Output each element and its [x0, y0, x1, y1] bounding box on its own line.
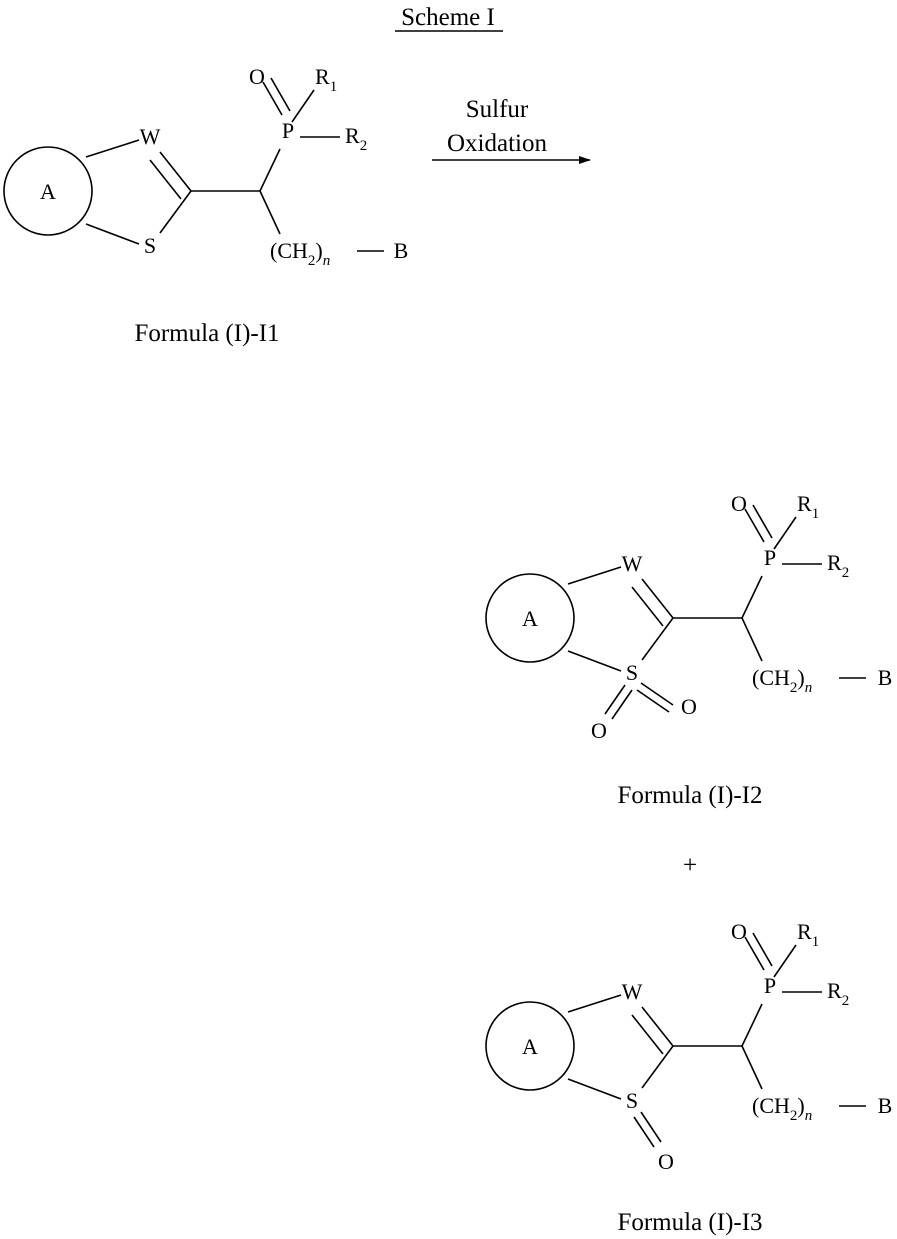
atom-w: W: [140, 124, 161, 149]
scheme-title: Scheme I: [401, 4, 495, 31]
formula-I2-caption: Formula (I)-I2: [617, 782, 762, 809]
ch2n-label: (CH2)n: [270, 238, 330, 269]
atom-o-phosphoryl: O: [249, 64, 265, 89]
r1-label: R1: [797, 491, 819, 522]
reaction-label-sulfur: Sulfur: [466, 96, 529, 123]
ring-a-label: A: [40, 179, 56, 204]
atom-b: B: [878, 665, 893, 690]
atom-s: S: [144, 233, 156, 258]
atom-b: B: [394, 238, 409, 263]
atom-b: B: [878, 1093, 893, 1118]
atom-s: S: [626, 660, 638, 685]
formula-I1-caption: Formula (I)-I1: [134, 320, 279, 347]
plus-sign: +: [683, 852, 697, 879]
molecule-I1: A W S P O R1 R2 (CH2)n B: [4, 64, 408, 269]
r2-label: R2: [345, 123, 367, 154]
atom-p: P: [764, 973, 776, 998]
atom-p: P: [282, 118, 294, 143]
r2-label: R2: [827, 978, 849, 1009]
ring-a-label: A: [522, 606, 538, 631]
atom-o-phosphoryl: O: [731, 919, 747, 944]
atom-w: W: [622, 979, 643, 1004]
atom-o-sulfone-right: O: [681, 694, 697, 719]
ring-a-label: A: [522, 1034, 538, 1059]
atom-p: P: [764, 545, 776, 570]
r1-label: R1: [797, 919, 819, 950]
atom-w: W: [622, 551, 643, 576]
r1-label: R1: [315, 64, 337, 95]
atom-s: S: [626, 1088, 638, 1113]
atom-o-sulfone-left: O: [591, 718, 607, 743]
ch2n-label: (CH2)n: [752, 665, 812, 696]
atom-o-sulfoxide: O: [658, 1149, 674, 1174]
formula-I3-caption: Formula (I)-I3: [617, 1209, 762, 1236]
ch2n-label: (CH2)n: [752, 1093, 812, 1124]
molecule-I3: A W S P O R1 R2 (CH2)n B O: [486, 919, 892, 1174]
atom-o-phosphoryl: O: [731, 491, 747, 516]
r2-label: R2: [827, 550, 849, 581]
reaction-label-oxidation: Oxidation: [447, 130, 547, 157]
molecule-I2: A W S P O R1 R2 (CH2)n B O O: [486, 491, 892, 743]
